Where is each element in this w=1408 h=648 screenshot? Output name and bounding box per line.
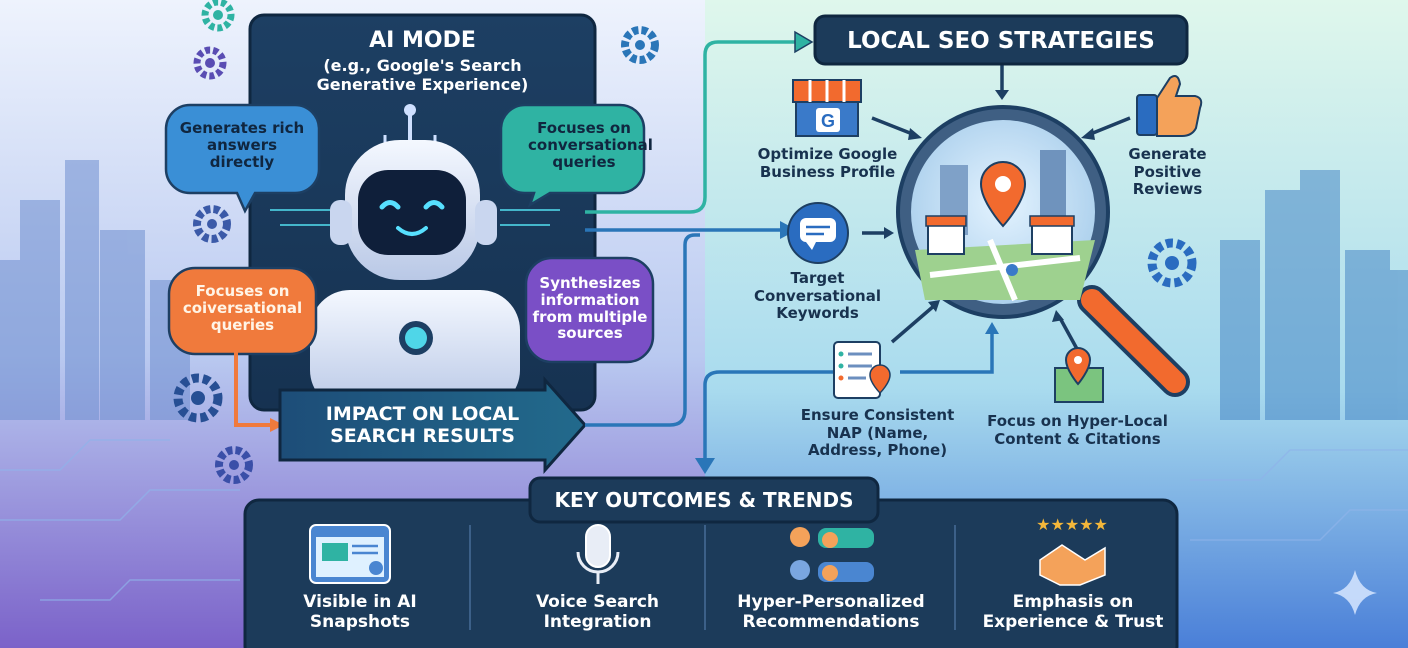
checklist-icon: [833, 341, 891, 399]
svg-text:★★★★★: ★★★★★: [1036, 515, 1108, 534]
impact-arrow: [278, 376, 588, 474]
storefront-icon: [792, 79, 862, 137]
city-skyline-left: [0, 160, 190, 420]
bubble-generates-rich-answers: [164, 103, 321, 214]
bubble-focuses-conversational-left: [167, 266, 318, 356]
outcomes-title: KEY OUTCOMES & TRENDS: [554, 488, 854, 512]
seo-item-gbp: Optimize Google Business Profile: [757, 145, 898, 181]
map-pin-icon: [1054, 346, 1104, 403]
chat-icon: [787, 202, 849, 264]
local-seo-title: LOCAL SEO STRATEGIES: [847, 28, 1155, 54]
outcome-trust: Emphasis on Experience & Trust: [982, 592, 1164, 633]
outcome-voice: Voice Search Integration: [535, 592, 660, 633]
outcomes-title-box: [528, 476, 880, 524]
sparkle-icon: [1333, 570, 1377, 615]
people-chat-icon: [790, 527, 874, 582]
outcome-personalized: Hyper-Personalized Recommendations: [737, 592, 925, 633]
bubble-text-focuses-left: Focuses on coiversational queries: [182, 282, 303, 334]
connector-orange: [234, 352, 270, 427]
flow-connectors: [585, 40, 1131, 458]
bubble-text-focuses-top: Focuses on conversational queries: [528, 119, 653, 171]
bubble-text-generates: Generates rich answers directly: [179, 119, 305, 171]
impact-label: IMPACT ON LOCAL SEARCH RESULTS: [325, 403, 520, 448]
ai-mode-subtitle: (e.g., Google's Search Generative Experi…: [316, 56, 529, 94]
seo-item-hyperlocal: Focus on Hyper-Local Content & Citations: [987, 412, 1168, 448]
seo-item-nap: Ensure Consistent NAP (Name, Address, Ph…: [800, 406, 955, 460]
gear-icon: [1147, 238, 1197, 288]
gear-icon: [193, 46, 227, 80]
gear-icon: [173, 373, 223, 423]
seo-item-reviews: Generate Positive Reviews: [1128, 145, 1207, 199]
bubble-synthesizes-information: [524, 256, 655, 364]
gear-icon: [215, 446, 253, 484]
gear-icon: [201, 0, 235, 32]
gear-icon: [193, 205, 231, 243]
connector-orange-head: [270, 418, 284, 432]
browser-icon: [309, 524, 391, 584]
local-seo-title-box: [813, 14, 1189, 66]
gbp-google-letter: G: [821, 111, 835, 131]
thumbs-up-icon: [1136, 75, 1203, 137]
bubble-focuses-conversational-top: [499, 103, 646, 208]
circuit-lines: [0, 439, 1408, 601]
bubble-text-synthesizes: Synthesizes information from multiple so…: [532, 274, 648, 343]
robot-icon: [310, 104, 520, 410]
outcome-snapshots: Visible in AI Snapshots: [303, 592, 417, 633]
handshake-icon: ★★★★★: [1036, 515, 1108, 586]
ai-mode-title: AI MODE: [369, 28, 476, 53]
seo-item-keywords: Target Conversational Keywords: [754, 269, 881, 323]
outcome-dividers: [469, 525, 956, 630]
gear-icon: [621, 26, 659, 64]
microphone-icon: [576, 524, 620, 584]
city-skyline-right: [1220, 170, 1408, 420]
circuit-glow: [270, 209, 560, 226]
magnifier-icon: [896, 105, 1190, 397]
